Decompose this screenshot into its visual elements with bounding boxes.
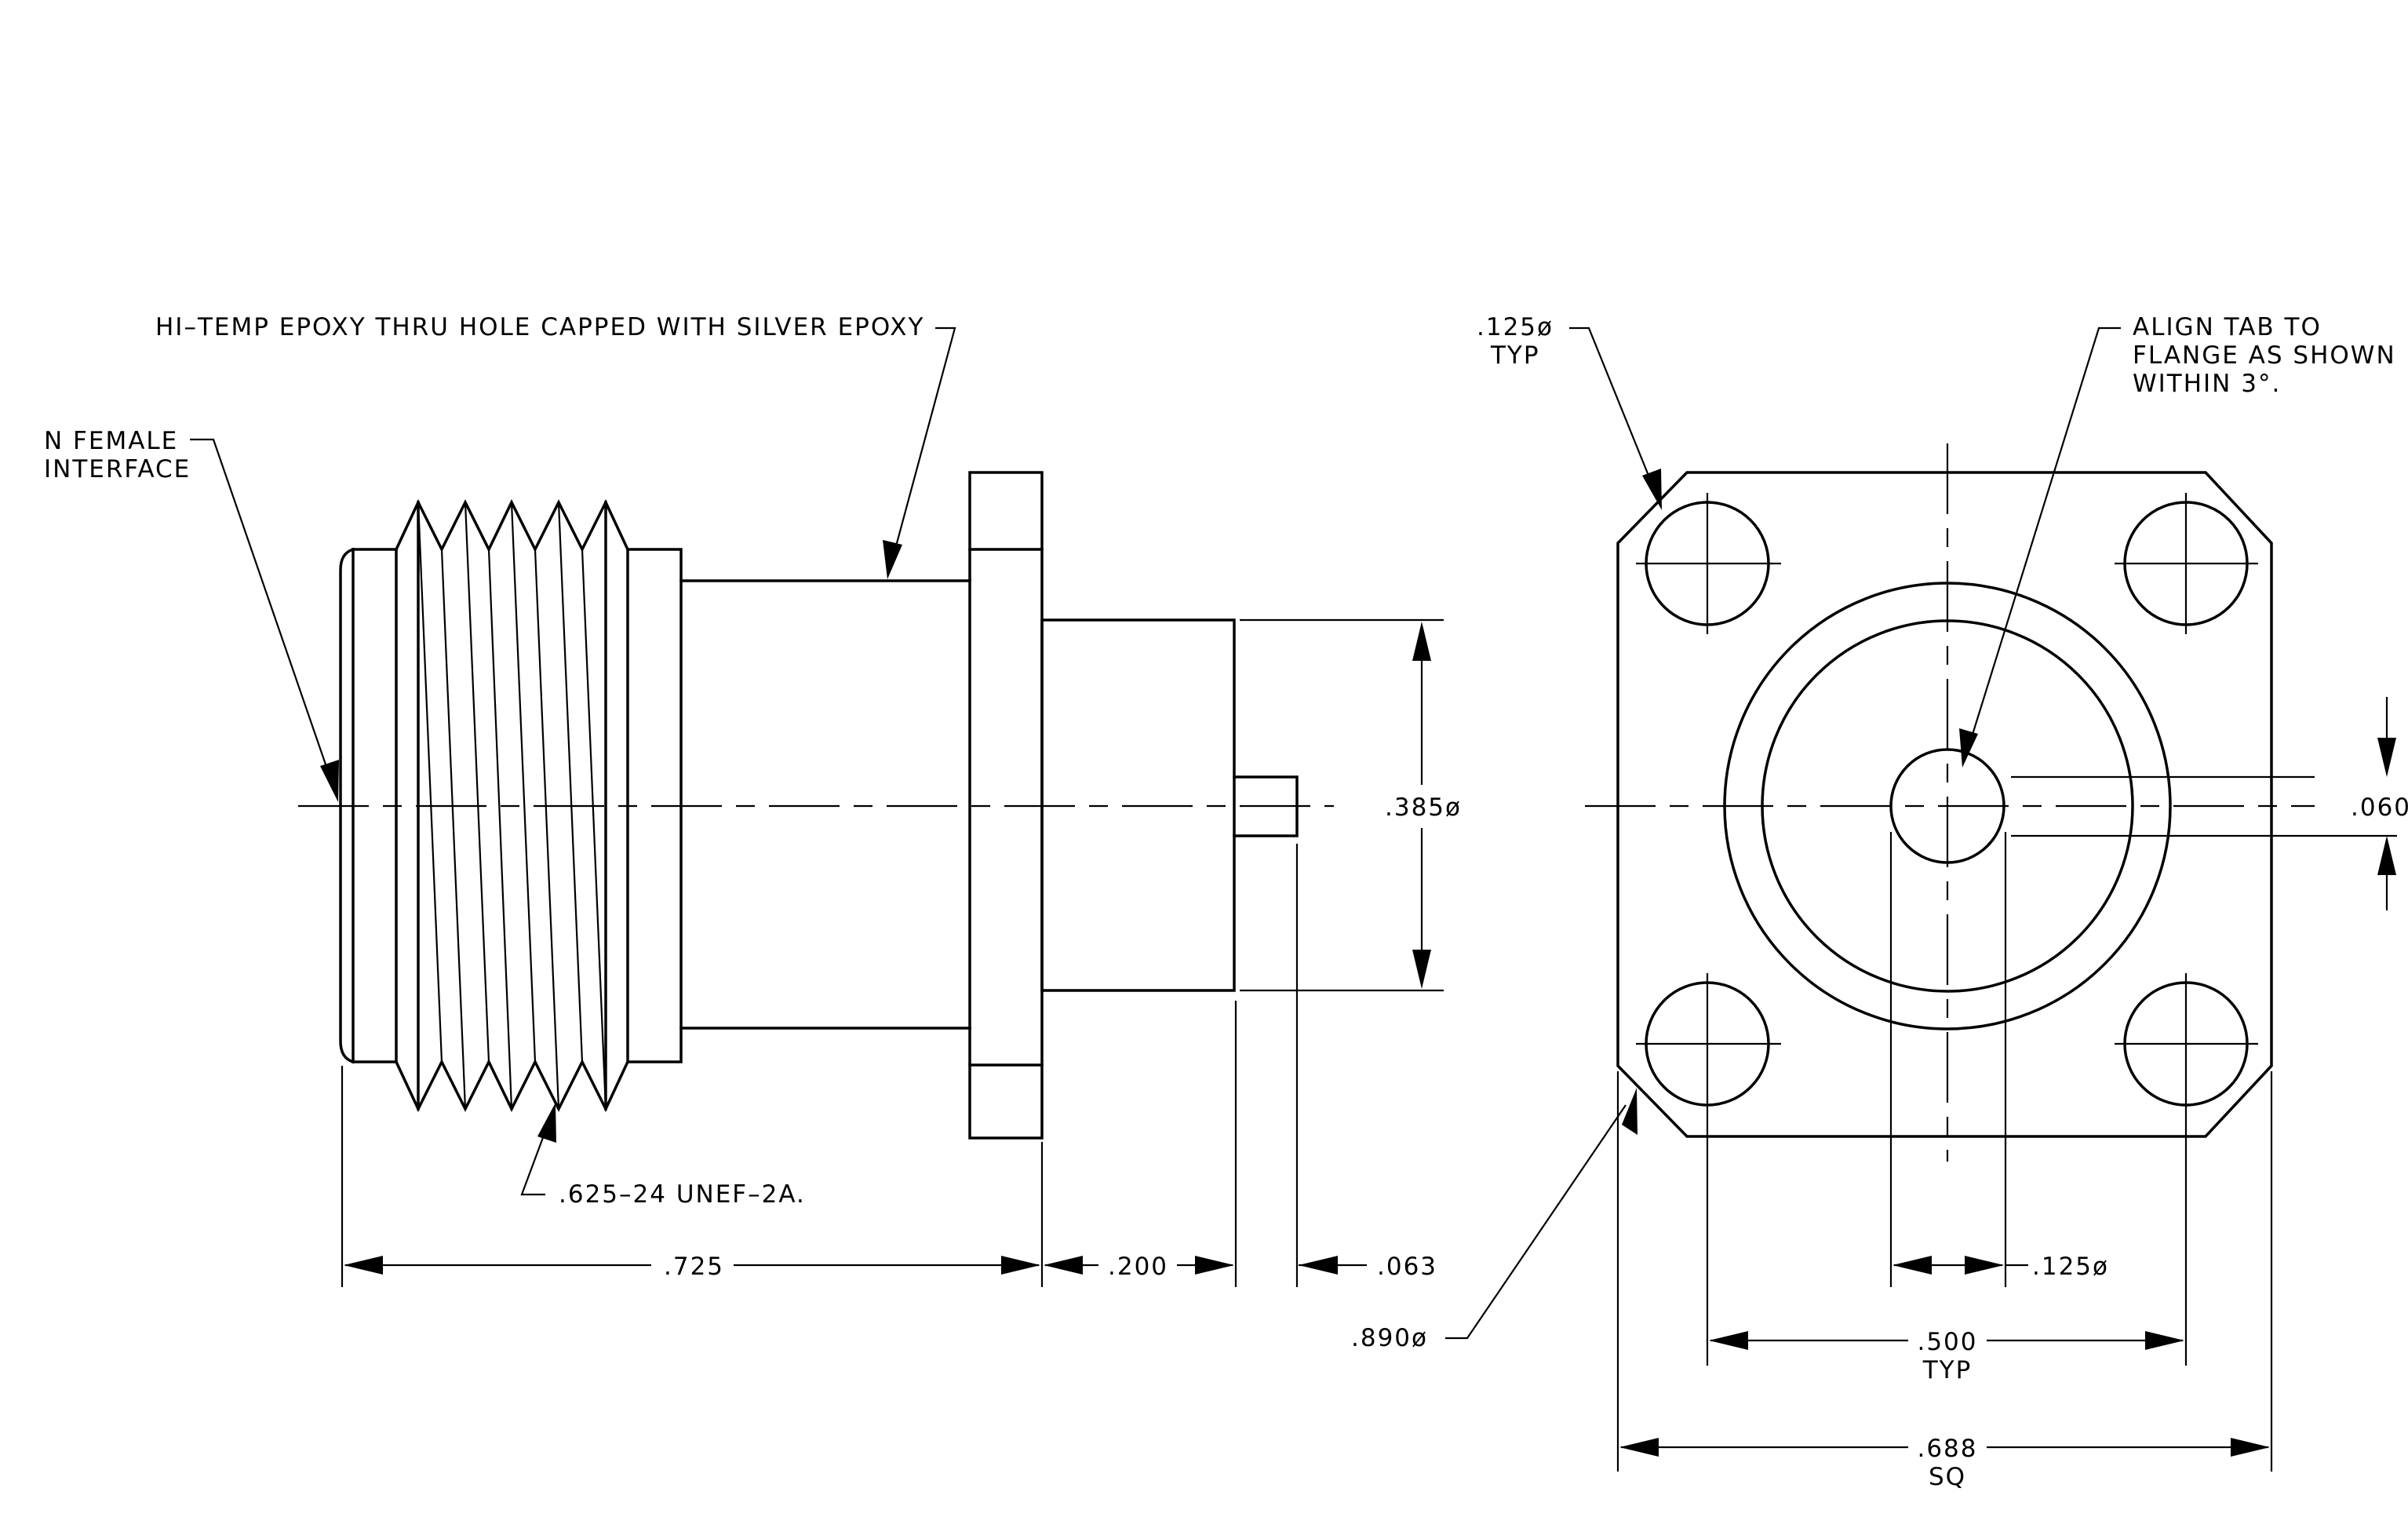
dim-tab-width: .060 [2351,793,2408,822]
callout-thread: .625–24 UNEF–2A. [559,1180,806,1209]
rear-body [1040,618,1236,992]
callout-hole-line2: TYP [1490,341,1540,370]
dim-flange-size: .688 [1917,1435,1977,1463]
flange-outline [1616,471,2273,1138]
thread-section [394,498,630,1113]
collar [626,548,683,1063]
mount-hole-top-right [2115,493,2258,634]
dim-ring-diameter: .890ø [1351,1324,1428,1352]
dim-pin-length: .063 [1377,1253,1437,1281]
dim-overall-length: .725 [664,1253,724,1281]
dim-hole-spacing: .500 [1917,1328,1977,1356]
dim-body-diameter: .385ø [1385,793,1462,822]
callout-interface-line2: INTERFACE [44,455,191,483]
dim-hole-spacing-note: TYP [1922,1356,1973,1384]
callout-align-line2: FLANGE AS SHOWN [2133,341,2396,370]
center-pin [1233,775,1299,837]
nose [339,547,398,1064]
inner-ring [1761,619,2134,993]
pin-circle [1889,748,2005,864]
mount-hole-bottom-left [1636,973,1781,1114]
callout-hole-line1: .125ø [1477,313,1554,341]
outer-ring [1723,582,2172,1030]
callout-align-line1: ALIGN TAB TO [2133,313,2322,341]
dim-pin-diameter: .125ø [2032,1253,2109,1281]
front-view: .060 .125ø .500 TYP .688 SQ .890ø .125ø … [1351,313,2408,1491]
dim-flange-size-note: SQ [1929,1463,1966,1491]
callout-interface-line1: N FEMALE [44,427,178,455]
mount-hole-top-left [1636,493,1781,634]
side-view: .385ø .725 .200 .063 HI–TEMP EPOXY THRU … [44,313,1462,1287]
mount-hole-bottom-right [2115,973,2258,1114]
dim-body-length: .200 [1108,1253,1168,1281]
callout-epoxy: HI–TEMP EPOXY THRU HOLE CAPPED WITH SILV… [155,313,924,341]
callout-align-line3: WITHIN 3°. [2133,370,2281,398]
